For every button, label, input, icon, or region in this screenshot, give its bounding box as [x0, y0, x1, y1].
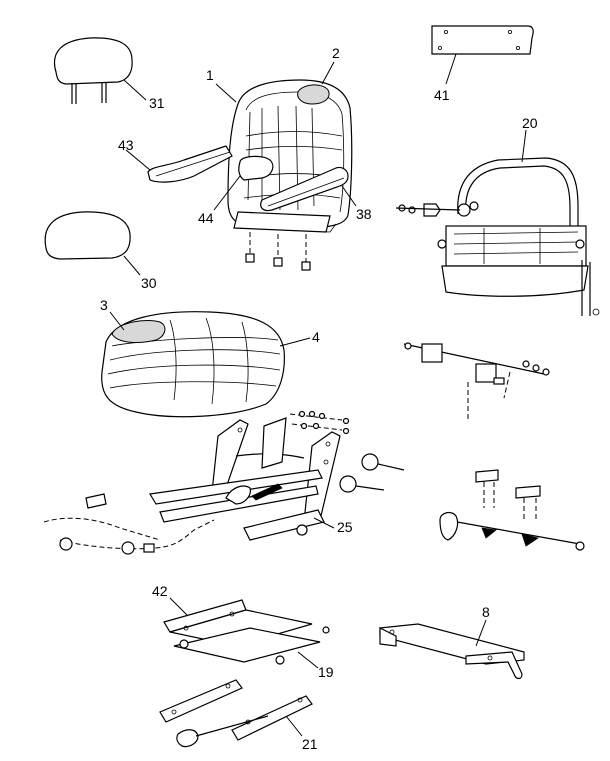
callout-43: 43: [118, 137, 134, 153]
callout-1: 1: [206, 67, 214, 83]
part-1-seat-back: [227, 79, 353, 233]
part-43-armrest: [125, 145, 233, 183]
part-25-seat-base: [149, 410, 405, 541]
part-19-rail: [173, 626, 330, 669]
callout-20: 20: [522, 115, 538, 131]
callout-41: 41: [434, 87, 450, 103]
part-42-rail-bracket: [163, 597, 313, 647]
part-41-plate: [431, 25, 534, 85]
callout-31: 31: [149, 95, 165, 111]
callout-19: 19: [318, 664, 334, 680]
part-adjuster-hardware: [403, 342, 550, 420]
callout-38: 38: [356, 206, 372, 222]
part-2-cap: [297, 84, 330, 105]
part-31-headrest: [54, 37, 147, 104]
part-fasteners: [245, 232, 311, 271]
callout-44: 44: [198, 210, 214, 226]
part-38-armrest: [260, 166, 357, 212]
callout-21: 21: [302, 736, 318, 752]
part-3-cushion-trim: [111, 320, 166, 343]
callout-25: 25: [337, 519, 353, 535]
part-21-seat-track: [159, 679, 313, 748]
part-44-knob: [213, 155, 274, 211]
callout-42: 42: [152, 583, 168, 599]
part-20-seat-frame: [395, 129, 600, 316]
part-8-cross-bar: [379, 619, 525, 680]
callout-2: 2: [332, 45, 340, 61]
part-release-cable: [43, 493, 215, 555]
callout-3: 3: [100, 297, 108, 313]
part-latch-brackets: [439, 469, 585, 551]
part-30-headrest-pad: [44, 211, 141, 276]
callout-4: 4: [312, 329, 320, 345]
callout-30: 30: [141, 275, 157, 291]
callout-8: 8: [482, 604, 490, 620]
